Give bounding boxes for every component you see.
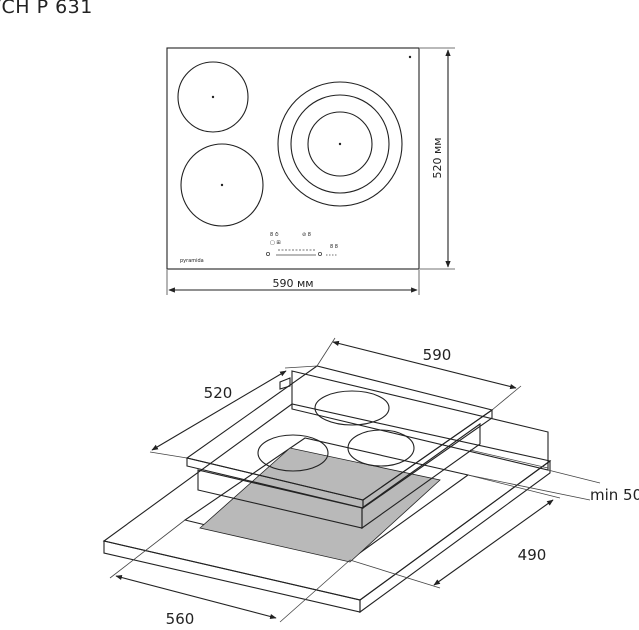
min-gap-label: min 50 (590, 486, 639, 504)
svg-text:⊘ 8: ⊘ 8 (302, 232, 311, 238)
cutout-width-label: 560 (166, 610, 195, 628)
svg-text:8 8: 8 8 (330, 244, 338, 250)
width-dimension-label: 590 мм (272, 277, 313, 290)
brand-label: pyramida (180, 258, 204, 264)
cooking-zone-bottom-left (180, 143, 264, 227)
iso-zone-left (257, 434, 329, 472)
hob-width-label: 590 (423, 346, 452, 364)
control-panel: 8 ⏱ ⊘ 8 ▢ ⊞ 8 8 pyramida (180, 232, 338, 264)
iso-zone-back (314, 390, 390, 426)
height-dimension: 520 мм (420, 47, 455, 270)
cutout-depth-dimension: 490 (349, 474, 561, 589)
hob-width-dimension: 590 (316, 337, 522, 411)
model-title: VCH P 631 (0, 0, 93, 18)
top-view: 8 ⏱ ⊘ 8 ▢ ⊞ 8 8 pyramida 590 мм 520 мм (166, 47, 455, 295)
corner-dot (408, 55, 412, 59)
isometric-view: 590 520 560 490 min 50 (102, 337, 639, 628)
svg-text:8 ⏱: 8 ⏱ (270, 232, 279, 238)
min-gap-dimension: min 50 (467, 469, 639, 504)
hob-depth-label: 520 (204, 384, 233, 402)
hob-depth-dimension: 520 (149, 365, 318, 459)
height-dimension-label: 520 мм (431, 137, 444, 178)
svg-text:▢ ⊞: ▢ ⊞ (270, 240, 281, 246)
cutout-width-dimension: 560 (109, 519, 351, 628)
width-dimension: 590 мм (166, 270, 420, 295)
cutout-shade (199, 447, 441, 563)
iso-zone-right (347, 429, 415, 467)
cooking-zone-top-left (177, 61, 249, 133)
hob-outline (166, 47, 420, 270)
hob-body (197, 422, 481, 530)
cooking-zone-right (277, 81, 403, 207)
cutout-depth-label: 490 (518, 546, 547, 564)
